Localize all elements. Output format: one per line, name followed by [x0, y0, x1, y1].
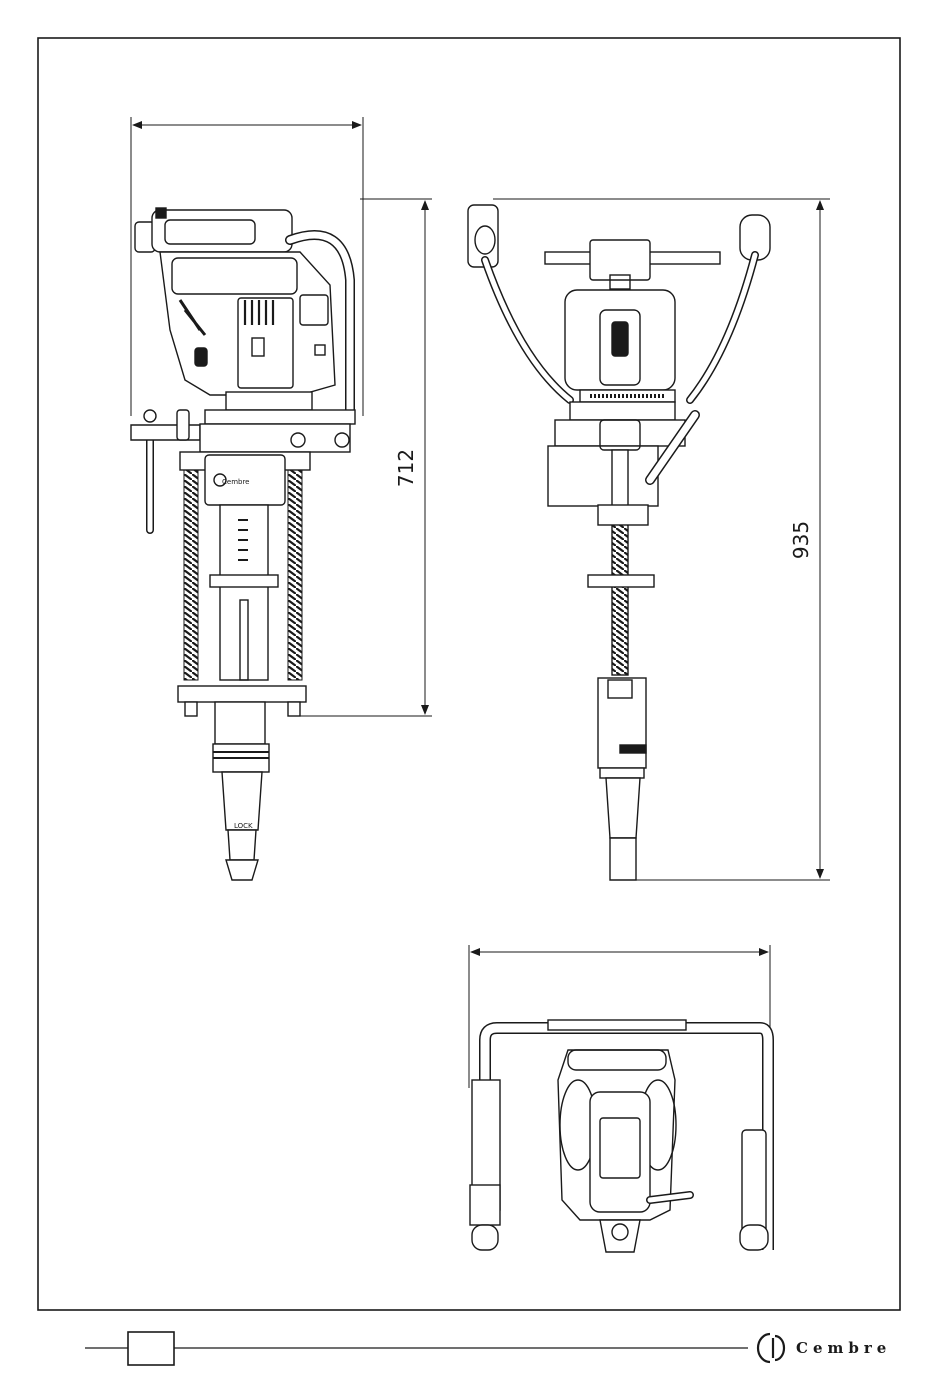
lock-text: LOCK: [234, 822, 253, 830]
side-foot-right: [288, 702, 300, 716]
side-spring-left: [184, 470, 198, 680]
top-tool-foot: [600, 1220, 640, 1252]
side-logo-text: Cembre: [222, 478, 250, 486]
top-view: [469, 945, 770, 1252]
top-frame-bar: [548, 1020, 686, 1030]
front-lower-collar: [598, 505, 648, 525]
front-spring: [612, 505, 628, 675]
side-view: [131, 117, 432, 880]
front-tool-shank: [606, 778, 640, 838]
side-flange: [205, 410, 355, 424]
page-number-box: [128, 1332, 174, 1365]
side-handle-stud: [156, 208, 166, 218]
side-motor-base: [226, 392, 312, 410]
side-tool-neck: [215, 702, 265, 744]
side-clamp: [200, 424, 350, 452]
side-base-plate: [178, 686, 306, 702]
front-left-bar: [485, 260, 570, 400]
side-switch: [195, 348, 207, 366]
side-tool-tip: [226, 860, 258, 880]
front-chuck: [600, 768, 644, 778]
front-window: [612, 322, 628, 356]
top-left-grip: [470, 1185, 500, 1225]
footer: [85, 1332, 784, 1365]
side-foot-left: [185, 702, 197, 716]
side-cylinder: [220, 505, 268, 680]
front-height-label: 935: [789, 521, 813, 559]
side-spring-right: [288, 470, 302, 680]
side-handle: [152, 210, 292, 252]
side-height-label: 712: [394, 449, 418, 487]
front-motor-flange: [570, 402, 675, 420]
side-tool-head: [228, 830, 256, 860]
front-housing: [548, 446, 658, 506]
front-tool-tip: [610, 838, 636, 880]
brand-logo-mark: [758, 1334, 784, 1362]
top-right-end: [740, 1225, 768, 1250]
front-mid-band: [588, 575, 654, 587]
top-cover: [590, 1092, 650, 1212]
front-lower-band: [620, 745, 646, 753]
front-right-bar: [690, 255, 755, 400]
side-mid-band: [210, 575, 278, 587]
side-lever-nut: [144, 410, 156, 422]
side-engine-housing: [160, 252, 335, 395]
front-view: [468, 199, 830, 880]
side-lever-knob: [177, 410, 189, 440]
top-left-end: [472, 1225, 498, 1250]
front-engine-top: [590, 240, 650, 280]
brand-text: Cembre: [796, 1339, 891, 1357]
front-lower-body: [598, 678, 646, 768]
front-clamp: [555, 420, 685, 446]
